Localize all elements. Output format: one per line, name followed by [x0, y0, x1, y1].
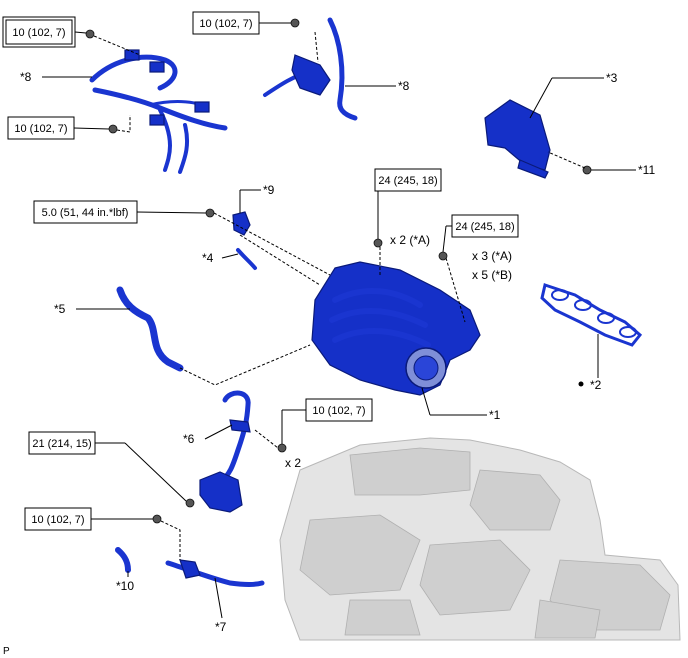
svg-text:10 (102, 7): 10 (102, 7) — [31, 514, 84, 526]
svg-text:*2: *2 — [590, 378, 602, 392]
bolt-icon — [152, 514, 162, 524]
gasket — [540, 283, 643, 347]
torque-box-7: 10 (102, 7) — [281, 398, 373, 444]
torque-box-4: 5.0 (51, 44 in.*lbf) — [33, 200, 207, 224]
torque-box-9: 10 (102, 7) — [24, 507, 153, 531]
svg-text:*11: *11 — [638, 163, 655, 177]
torque-box-6: 24 (245, 18) — [442, 214, 519, 253]
svg-text:5.0 (51, 44 in.*lbf): 5.0 (51, 44 in.*lbf) — [42, 207, 129, 219]
label-part-8-right: *8 — [345, 79, 410, 93]
count-x5b: x 5 (*B) — [472, 268, 512, 282]
intake-manifold — [311, 261, 481, 396]
count-x3a: x 3 (*A) — [472, 249, 512, 263]
svg-text:*5: *5 — [54, 302, 66, 316]
torque-box-1: 10 (102, 7) — [2, 16, 87, 48]
hose-clamp — [179, 559, 201, 579]
svg-text:10 (102, 7): 10 (102, 7) — [12, 27, 65, 39]
bolt-icon — [290, 18, 300, 28]
small-bracket — [232, 211, 251, 236]
bolt-icon — [277, 443, 287, 453]
bolt-icon — [185, 498, 195, 508]
wire-harness-left — [89, 49, 228, 174]
label-part-4: *4 — [202, 251, 239, 265]
label-part-10: *10 — [116, 571, 134, 593]
svg-text:*4: *4 — [202, 251, 214, 265]
small-hose — [236, 248, 257, 270]
bolt-icon — [373, 238, 383, 248]
torque-box-2: 10 (102, 7) — [192, 11, 291, 35]
hose-small — [115, 547, 131, 573]
svg-text:24 (245, 18): 24 (245, 18) — [378, 175, 437, 187]
label-part-3: *3 — [529, 71, 618, 119]
svg-text:10 (102, 7): 10 (102, 7) — [199, 18, 252, 30]
bolt-icon — [205, 208, 215, 218]
wire-harness-middle — [263, 17, 358, 121]
label-part-1: *1 — [421, 387, 501, 422]
svg-text:*6: *6 — [183, 432, 195, 446]
svg-text:24 (245, 18): 24 (245, 18) — [455, 221, 514, 233]
svg-text:*3: *3 — [606, 71, 618, 85]
engine-block — [279, 437, 681, 641]
label-part-5: *5 — [54, 302, 130, 316]
svg-text:21 (214, 15): 21 (214, 15) — [32, 438, 91, 450]
svg-text:*10: *10 — [116, 579, 134, 593]
figure-code: P — [3, 646, 10, 657]
bracket — [484, 99, 551, 179]
bolt-icon — [108, 124, 118, 134]
torque-box-5: 24 (245, 18) — [374, 168, 442, 239]
label-part-2: *2 — [578, 334, 602, 392]
count-x2a: x 2 (*A) — [390, 233, 430, 247]
torque-box-8: 21 (214, 15) — [28, 431, 187, 502]
svg-text:*9: *9 — [263, 183, 275, 197]
assembly-lines — [93, 31, 586, 560]
label-part-11: *11 — [591, 163, 655, 177]
pipe-assembly — [199, 390, 251, 513]
hose — [116, 286, 184, 372]
svg-text:10 (102, 7): 10 (102, 7) — [14, 123, 67, 135]
count-x2: x 2 — [285, 456, 301, 470]
svg-text:*8: *8 — [20, 70, 32, 84]
label-part-9: *9 — [239, 183, 275, 213]
svg-text:*7: *7 — [215, 620, 227, 634]
torque-box-3: 10 (102, 7) — [7, 116, 110, 140]
svg-text:*1: *1 — [489, 408, 501, 422]
svg-text:10 (102, 7): 10 (102, 7) — [312, 405, 365, 417]
svg-text:*8: *8 — [398, 79, 410, 93]
label-part-8-left: *8 — [20, 70, 92, 84]
label-part-6: *6 — [183, 424, 233, 446]
label-part-7: *7 — [214, 577, 227, 634]
bolt-icon — [85, 29, 95, 39]
